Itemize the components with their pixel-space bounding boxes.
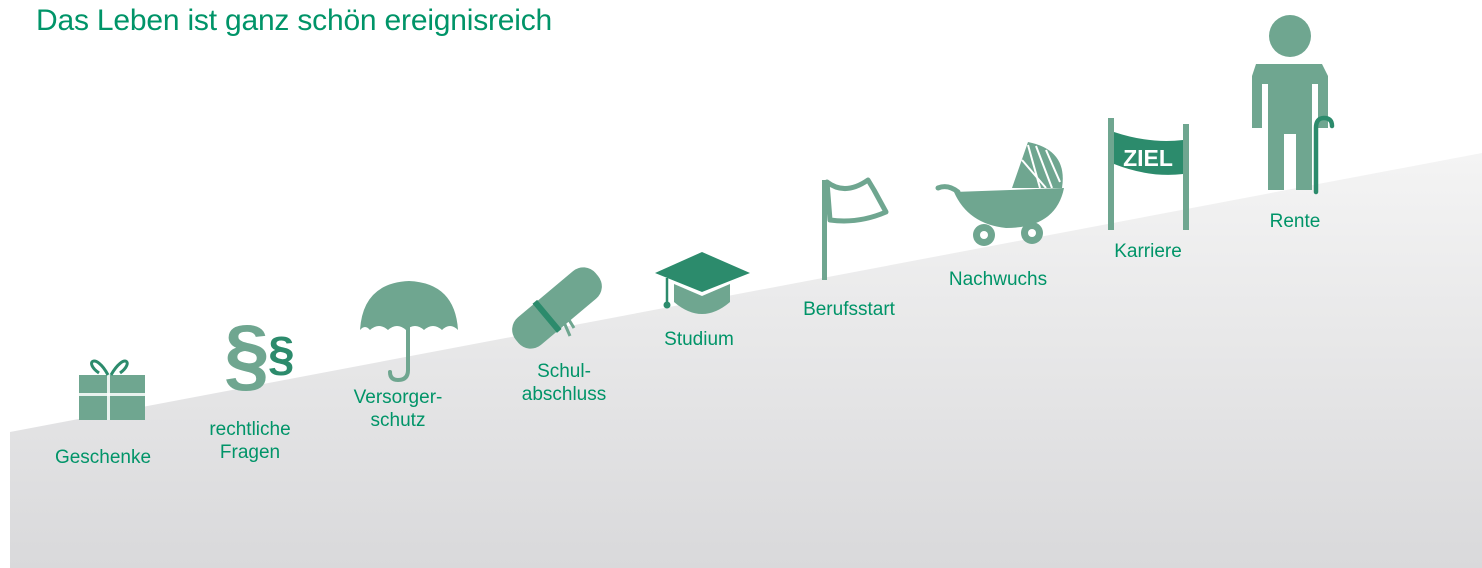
stage-label-versorgerschutz: Versorger- schutz	[353, 387, 443, 431]
umbrella-icon	[360, 281, 458, 383]
stage-label-rechtliche-fragen: rechtliche Fragen	[209, 419, 291, 463]
svg-text:§: §	[268, 328, 295, 381]
ascending-slope	[10, 153, 1482, 568]
stage-label-geschenke: Geschenke	[54, 447, 152, 468]
stage-label-berufsstart: Berufsstart	[803, 299, 895, 320]
svg-text:§: §	[224, 309, 270, 400]
baby-carriage-icon	[935, 142, 1064, 246]
gift-icon	[79, 359, 145, 420]
graduation-cap-icon	[655, 252, 750, 314]
stage-label-karriere: Karriere	[1114, 241, 1182, 262]
stage-label-rente: Rente	[1269, 211, 1321, 232]
paragraph-icon: § §	[224, 309, 295, 400]
stage-label-schulabschluss: Schul- abschluss	[521, 361, 607, 405]
flag-icon	[822, 177, 889, 280]
diploma-icon	[512, 267, 602, 349]
stage-label-studium: Studium	[664, 329, 734, 350]
svg-text:ZIEL: ZIEL	[1123, 145, 1173, 171]
finish-banner-icon: ZIEL	[1108, 118, 1189, 230]
elderly-person-icon	[1252, 15, 1335, 195]
stage-label-nachwuchs: Nachwuchs	[948, 269, 1048, 290]
page-title: Das Leben ist ganz schön ereignisreich	[36, 4, 553, 37]
